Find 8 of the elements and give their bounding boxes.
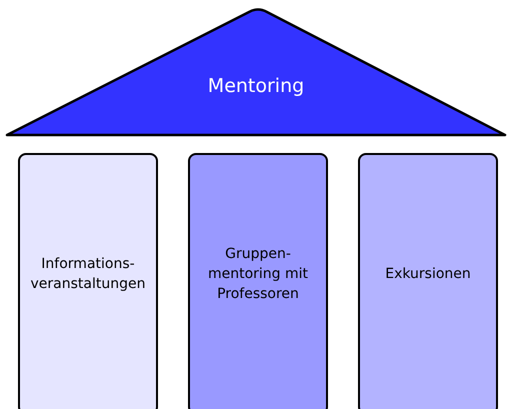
pillar-box	[358, 153, 498, 409]
pillar-box	[18, 153, 158, 409]
roof-title: Mentoring	[208, 74, 304, 99]
pillar-label: Gruppen- mentoring mit Professoren	[206, 245, 310, 304]
pillar-box	[188, 153, 328, 409]
pillar-label: Exkursionen	[385, 265, 471, 284]
roof-triangle	[6, 8, 506, 136]
pillar-label: Informations- veranstaltungen	[30, 255, 146, 294]
